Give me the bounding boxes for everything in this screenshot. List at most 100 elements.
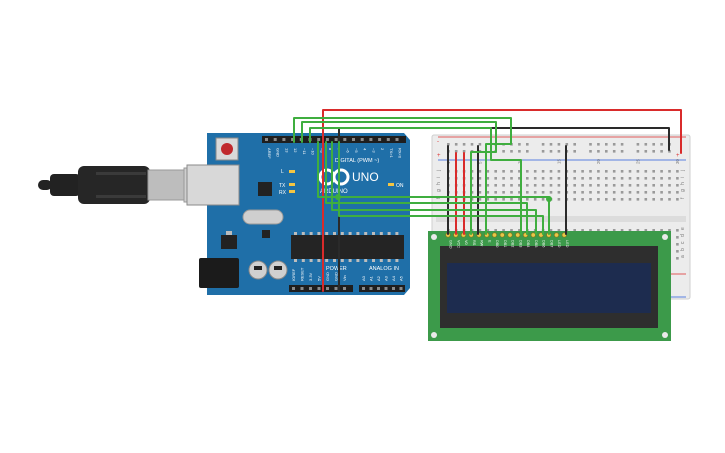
wire-red-5v[interactable]	[322, 109, 682, 292]
breadboard-hole[interactable]	[612, 143, 616, 146]
breadboard-hole[interactable]	[502, 229, 505, 232]
breadboard-hole[interactable]	[526, 184, 529, 187]
power-pin[interactable]	[309, 287, 312, 290]
breadboard-hole[interactable]	[549, 143, 553, 146]
breadboard-hole[interactable]	[612, 184, 616, 187]
breadboard-hole[interactable]	[581, 170, 584, 173]
breadboard-hole[interactable]	[628, 184, 632, 187]
breadboard-hole[interactable]	[470, 143, 474, 146]
breadboard-hole[interactable]	[526, 198, 529, 201]
breadboard-hole[interactable]	[541, 198, 545, 201]
breadboard-hole[interactable]	[597, 198, 600, 201]
breadboard-hole[interactable]	[478, 143, 482, 146]
breadboard-hole[interactable]	[628, 177, 632, 180]
breadboard-hole[interactable]	[668, 150, 671, 153]
digital-pin[interactable]	[386, 138, 390, 141]
breadboard-hole[interactable]	[620, 198, 624, 201]
breadboard-hole[interactable]	[526, 150, 529, 153]
breadboard-hole[interactable]	[660, 184, 663, 187]
breadboard-hole[interactable]	[597, 150, 600, 153]
breadboard-hole[interactable]	[589, 184, 592, 187]
breadboard-hole[interactable]	[478, 191, 482, 194]
breadboard-hole[interactable]	[668, 198, 671, 201]
breadboard-hole[interactable]	[660, 143, 663, 146]
breadboard-hole[interactable]	[652, 150, 655, 153]
digital-pin[interactable]	[334, 138, 338, 141]
breadboard-hole[interactable]	[462, 143, 466, 146]
breadboard-hole[interactable]	[541, 143, 545, 146]
breadboard-hole[interactable]	[573, 184, 576, 187]
breadboard-hole[interactable]	[518, 177, 521, 180]
breadboard-hole[interactable]	[518, 150, 521, 153]
breadboard-hole[interactable]	[652, 229, 655, 232]
breadboard-hole[interactable]	[597, 184, 600, 187]
breadboard-hole[interactable]	[644, 150, 648, 153]
breadboard-hole[interactable]	[636, 170, 640, 173]
breadboard-hole[interactable]	[605, 229, 608, 232]
breadboard-hole[interactable]	[502, 184, 505, 187]
analog-pin[interactable]	[399, 287, 403, 290]
breadboard-hole[interactable]	[628, 229, 632, 232]
power-header[interactable]	[289, 285, 353, 292]
wire-green-d10[interactable]	[309, 127, 522, 235]
breadboard-hole[interactable]	[557, 143, 561, 146]
breadboard-hole[interactable]	[636, 184, 640, 187]
lcd-pin[interactable]	[553, 232, 559, 238]
breadboard-hole[interactable]	[676, 257, 679, 260]
breadboard-hole[interactable]	[541, 177, 545, 180]
breadboard-hole[interactable]	[486, 170, 490, 173]
breadboard-hole[interactable]	[636, 198, 640, 201]
breadboard-hole[interactable]	[510, 229, 513, 232]
lcd-pin[interactable]	[491, 232, 497, 238]
breadboard-hole[interactable]	[644, 177, 648, 180]
breadboard-hole[interactable]	[644, 191, 648, 194]
breadboard-hole[interactable]	[660, 177, 663, 180]
breadboard-hole[interactable]	[486, 177, 490, 180]
breadboard-hole[interactable]	[557, 177, 561, 180]
breadboard-hole[interactable]	[494, 177, 497, 180]
lcd-pin[interactable]	[530, 232, 536, 238]
breadboard-hole[interactable]	[549, 170, 553, 173]
digital-pin[interactable]	[352, 138, 355, 141]
breadboard-hole[interactable]	[478, 170, 482, 173]
breadboard-hole[interactable]	[573, 191, 576, 194]
breadboard-hole[interactable]	[557, 184, 561, 187]
breadboard-hole[interactable]	[541, 150, 545, 153]
breadboard-hole[interactable]	[676, 170, 679, 173]
breadboard-hole[interactable]	[612, 191, 616, 194]
breadboard-hole[interactable]	[644, 143, 648, 146]
breadboard-hole[interactable]	[652, 143, 655, 146]
breadboard-hole[interactable]	[526, 177, 529, 180]
breadboard-hole[interactable]	[494, 229, 497, 232]
digital-pin[interactable]	[360, 138, 364, 141]
digital-pin[interactable]	[265, 138, 268, 141]
breadboard-hole[interactable]	[676, 236, 679, 239]
breadboard-hole[interactable]	[549, 191, 553, 194]
breadboard-hole[interactable]	[533, 177, 537, 180]
digital-pin[interactable]	[369, 138, 373, 141]
breadboard-hole[interactable]	[660, 170, 663, 173]
breadboard-hole[interactable]	[668, 229, 671, 232]
breadboard-hole[interactable]	[565, 143, 569, 146]
breadboard-hole[interactable]	[573, 177, 576, 180]
breadboard-hole[interactable]	[628, 170, 632, 173]
analog-pin[interactable]	[377, 287, 380, 290]
digital-pin[interactable]	[395, 138, 399, 141]
digital-pin[interactable]	[282, 138, 286, 141]
breadboard-hole[interactable]	[628, 198, 632, 201]
breadboard-hole[interactable]	[652, 170, 655, 173]
breadboard-hole[interactable]	[612, 198, 616, 201]
breadboard-hole[interactable]	[620, 177, 624, 180]
digital-pin[interactable]	[317, 138, 321, 141]
breadboard-hole[interactable]	[597, 191, 600, 194]
breadboard-hole[interactable]	[526, 170, 529, 173]
breadboard-hole[interactable]	[518, 229, 521, 232]
analog-pin[interactable]	[384, 287, 388, 290]
power-pin[interactable]	[326, 287, 329, 290]
breadboard-hole[interactable]	[597, 170, 600, 173]
power-pin[interactable]	[343, 287, 346, 290]
breadboard-hole[interactable]	[541, 170, 545, 173]
breadboard-hole[interactable]	[660, 150, 663, 153]
